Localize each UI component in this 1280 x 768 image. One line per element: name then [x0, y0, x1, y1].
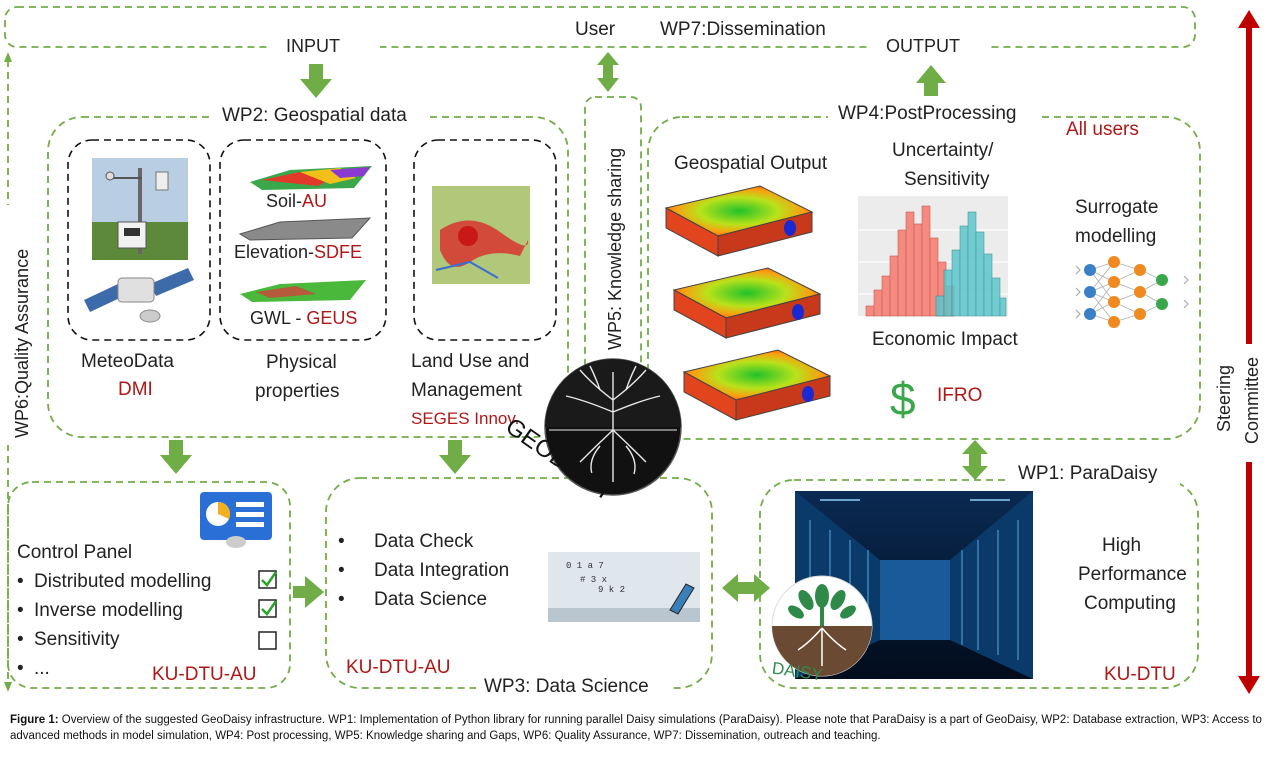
wp1-box [759, 479, 1199, 689]
physical-box [219, 139, 387, 341]
landuse-box [413, 139, 557, 341]
svg-text:# 3 x: # 3 x [580, 575, 607, 585]
dollar-icon: $ [890, 373, 916, 425]
wp7-label: WP7:Dissemination [660, 19, 826, 40]
physical-label-2: properties [255, 381, 340, 402]
elevation-map-image [238, 217, 372, 241]
caption-text: Overview of the suggested GeoDaisy infra… [10, 714, 1262, 742]
wp6-label: WP6:Quality Assurance [12, 249, 32, 438]
wp3-org: KU-DTU-AU [346, 657, 451, 678]
top-bar-box [4, 6, 1196, 48]
wp4-title: WP4:PostProcessing [838, 103, 1016, 124]
data-science-image: 0 1 a 7 # 3 x 9 k 2 [548, 552, 700, 622]
output-label: OUTPUT [886, 36, 960, 56]
wp3-bullet-2: • [338, 560, 345, 581]
wp3-wp1-double-arrow [722, 574, 770, 602]
elevation-label: Elevation-SDFE [234, 242, 362, 262]
user-label: User [575, 19, 616, 40]
wp3-item-2: Data Integration [374, 560, 509, 581]
steering-arrow [1238, 10, 1260, 694]
wp3-bullet-1: • [338, 531, 345, 552]
input-arrow [300, 64, 332, 98]
committee-label: Committee [1242, 357, 1262, 444]
control-bullet-2: • [17, 600, 24, 621]
control-bullet-4: • [17, 658, 24, 679]
control-panel-title: Control Panel [17, 542, 132, 563]
wp4-wp1-double-arrow [962, 440, 988, 480]
physical-label-1: Physical [266, 352, 337, 373]
landuse-label-2: Management [411, 380, 523, 401]
figure-caption: Figure 1: Overview of the suggested GeoD… [10, 712, 1272, 744]
wp2-box [47, 116, 569, 438]
surrogate-label-1: Surrogate [1075, 197, 1158, 218]
landuse-map-image [432, 186, 530, 284]
meteo-box [67, 139, 211, 341]
wp3-item-1: Data Check [374, 531, 474, 552]
meteo-org: DMI [118, 379, 153, 400]
gwl-label: GWL - GEUS [250, 308, 357, 328]
control-item-1: Distributed modelling [34, 571, 211, 592]
input-label: INPUT [286, 36, 340, 56]
dashboard-icon [200, 492, 272, 548]
control-item-2: Inverse modelling [34, 600, 183, 621]
wp5-label: WP5: Knowledge sharing [605, 148, 625, 350]
wp1-title: WP1: ParaDaisy [1018, 463, 1158, 484]
svg-text:0 1 a 7: 0 1 a 7 [566, 561, 604, 571]
hpc-label-2: Performance [1078, 564, 1187, 585]
wp3-item-3: Data Science [374, 589, 487, 610]
control-item-4: ... [34, 658, 50, 679]
meteo-label: MeteoData [81, 351, 174, 372]
checkbox-sensitivity[interactable] [258, 631, 277, 650]
uncertainty-label: Uncertainty/ [892, 140, 994, 161]
user-double-arrow [597, 52, 619, 92]
soil-label: Soil-AU [266, 191, 327, 211]
checkbox-inverse[interactable] [258, 599, 278, 618]
gwl-map-image [240, 280, 366, 302]
control-bullet-1: • [17, 571, 24, 592]
wp2-to-wp3-arrow [439, 440, 471, 474]
output-arrow [916, 65, 946, 96]
check-icon [261, 600, 278, 616]
svg-text:9 k 2: 9 k 2 [598, 585, 625, 595]
satellite-icon [84, 268, 194, 323]
wp3-bullet-3: • [338, 589, 345, 610]
caption-label: Figure 1: [10, 714, 59, 726]
control-item-3: Sensitivity [34, 629, 120, 650]
hpc-label-1: High [1102, 535, 1141, 556]
hpc-label-3: Computing [1084, 593, 1176, 614]
landuse-org: SEGES Innov. [411, 409, 519, 428]
all-users-label: All users [1066, 119, 1139, 140]
steering-label: Steering [1214, 365, 1234, 432]
control-org: KU-DTU-AU [152, 664, 257, 685]
neural-network-icon [1075, 256, 1189, 328]
sensitivity-label: Sensitivity [904, 169, 990, 190]
control-panel-box [7, 481, 291, 689]
checkbox-distributed[interactable] [258, 570, 278, 589]
geospatial-output-label: Geospatial Output [674, 153, 828, 174]
wp3-title: WP3: Data Science [484, 676, 649, 697]
geodaisy-logo [544, 358, 682, 496]
weather-station-image [92, 158, 188, 260]
soil-map-image [250, 166, 372, 190]
control-bullet-3: • [17, 629, 24, 650]
geospatial-output-image [664, 185, 832, 421]
landuse-label-1: Land Use and [411, 351, 529, 372]
check-icon [261, 571, 278, 587]
wp2-title: WP2: Geospatial data [222, 105, 407, 126]
control-to-wp3-arrow [293, 576, 324, 608]
surrogate-label-2: modelling [1075, 226, 1156, 247]
economic-label: Economic Impact [872, 329, 1018, 350]
wp1-org: KU-DTU [1104, 664, 1176, 685]
daisy-logo: DAISY [771, 575, 873, 684]
ifro-label: IFRO [937, 385, 982, 406]
wp2-to-control-arrow [160, 440, 192, 474]
histogram-image [858, 196, 1008, 317]
